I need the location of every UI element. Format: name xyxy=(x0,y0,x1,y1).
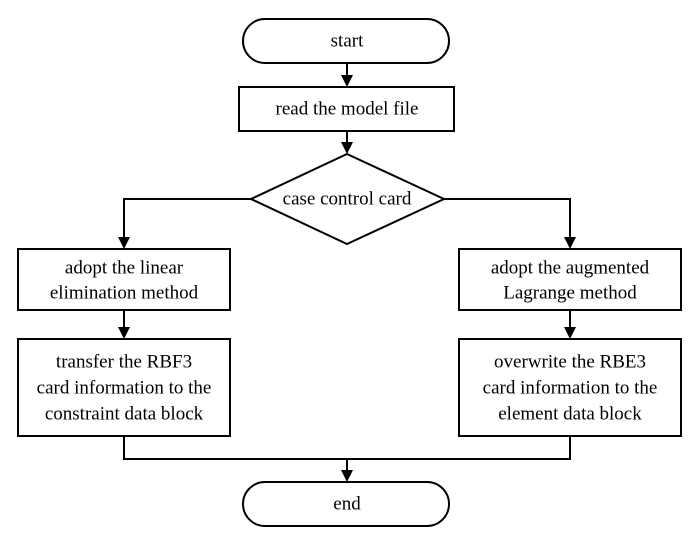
read-model-box xyxy=(238,86,455,132)
left-step-1-box xyxy=(17,248,231,311)
left-step-2-box xyxy=(17,338,231,437)
right-step-2-line-2: card information to the xyxy=(483,378,658,399)
right-step-1-line-2: Lagrange method xyxy=(503,283,637,304)
connector-decision-left xyxy=(123,198,251,238)
right-step-1-line-1: adopt the augmented xyxy=(491,258,650,279)
left-step-1-line-1: adopt the linear xyxy=(65,258,184,279)
connector-merge xyxy=(123,436,571,460)
left-step-2-line-3: constraint data block xyxy=(45,404,204,425)
read-model-step: read the model file xyxy=(238,86,455,132)
start-terminal-shape xyxy=(242,18,450,64)
decision-node: case control card xyxy=(248,152,447,246)
arrowhead-start-read xyxy=(341,75,353,87)
connectors xyxy=(118,63,576,482)
start-label: start xyxy=(331,31,364,52)
read-model-label: read the model file xyxy=(276,99,419,120)
right-step-2-box xyxy=(458,338,682,437)
left-step-2-line-2: card information to the xyxy=(37,378,212,399)
end-terminal-shape xyxy=(242,481,450,527)
decision-label: case control card xyxy=(283,189,412,210)
decision-diamond xyxy=(248,152,447,246)
left-step-1: adopt the linear elimination method xyxy=(17,248,231,311)
arrowhead-right1-right2 xyxy=(564,327,576,339)
right-step-1: adopt the augmented Lagrange method xyxy=(458,248,682,311)
right-step-2-line-3: element data block xyxy=(498,404,642,425)
arrowhead-decision-left xyxy=(118,237,130,249)
arrowhead-merge-end xyxy=(341,470,353,482)
connector-decision-right xyxy=(444,198,571,238)
right-step-2: overwrite the RBE3 card information to t… xyxy=(458,338,682,437)
left-step-2-line-1: transfer the RBF3 xyxy=(56,352,192,373)
end-terminal: end xyxy=(242,481,450,527)
arrowhead-decision-right xyxy=(564,237,576,249)
arrowhead-left1-left2 xyxy=(118,327,130,339)
left-step-1-line-2: elimination method xyxy=(50,283,199,304)
end-label: end xyxy=(333,494,361,515)
left-step-2: transfer the RBF3 card information to th… xyxy=(17,338,231,437)
right-step-2-line-1: overwrite the RBE3 xyxy=(494,352,646,373)
right-step-1-box xyxy=(458,248,682,311)
start-terminal: start xyxy=(242,18,450,64)
arrowhead-read-decision xyxy=(341,142,353,154)
